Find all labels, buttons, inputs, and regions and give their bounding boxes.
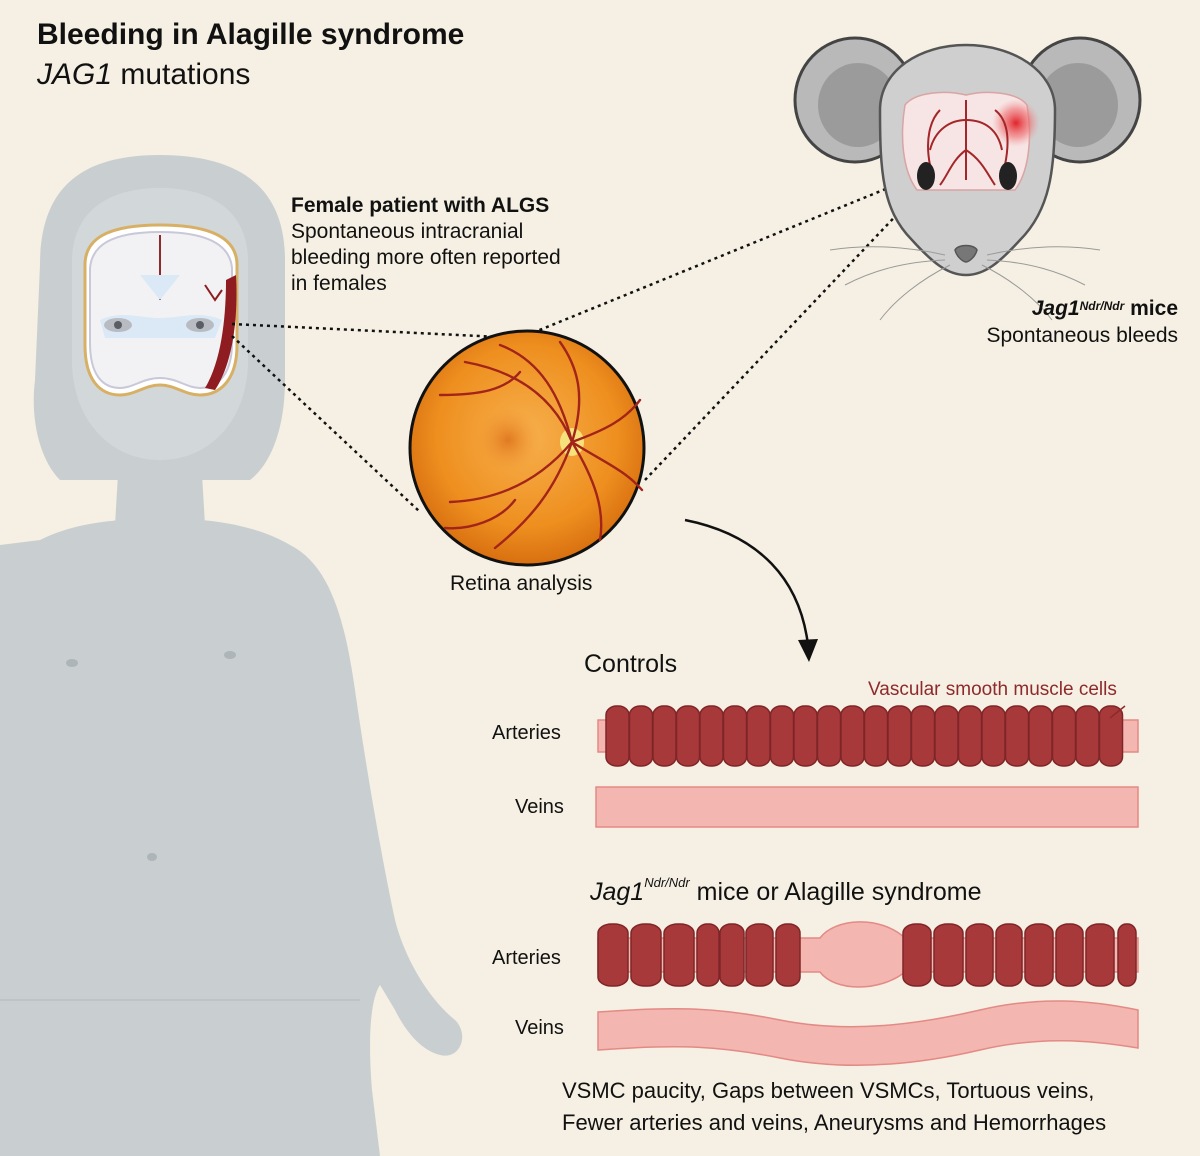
vsmc-cell <box>769 705 795 767</box>
vsmc-cell <box>934 705 959 767</box>
vsmc-cell <box>745 923 774 987</box>
patient-line: Spontaneous intracranial <box>291 220 524 243</box>
vsmc-cell <box>887 705 912 767</box>
page-subtitle: JAG1 mutations <box>37 58 250 92</box>
vsmc-cell <box>793 705 818 767</box>
vsmc-cell <box>957 705 983 767</box>
patient-description: Female patient with ALGS Spontaneous int… <box>291 193 561 297</box>
controls-heading: Controls <box>584 650 678 678</box>
vsmc-cell <box>696 923 720 987</box>
mouse-suffix: mice <box>1124 297 1178 320</box>
vsmc-cell <box>981 705 1006 767</box>
vsmc-cell <box>816 705 842 767</box>
control-vsmc-cells <box>605 705 1124 767</box>
vsmc-cell <box>597 923 629 987</box>
vsmc-cell <box>719 923 745 987</box>
subtitle-gene: JAG1 <box>37 58 113 91</box>
vsmc-label: Vascular smooth muscle cells <box>868 679 1117 700</box>
vsmc-pointer <box>1109 705 1126 719</box>
patient-line: bleeding more often reported <box>291 246 561 269</box>
vsmc-cell <box>1028 705 1053 767</box>
patient-heading: Female patient with ALGS <box>291 194 550 217</box>
vsmc-cell <box>699 705 724 767</box>
patient-line: in females <box>291 272 387 295</box>
subtitle-rest: mutations <box>112 58 251 91</box>
mouse-genotype: Ndr/Ndr <box>1079 299 1125 313</box>
vsmc-cell <box>628 705 654 767</box>
vsmc-cell <box>965 923 994 987</box>
vsmc-cell <box>663 923 695 987</box>
vsmc-cell <box>1055 923 1084 987</box>
algs-heading: Jag1Ndr/Ndr mice or Alagille syndrome <box>590 875 982 907</box>
summary-line: VSMC paucity, Gaps between VSMCs, Tortuo… <box>562 1078 1095 1103</box>
algs-genotype: Ndr/Ndr <box>644 875 690 890</box>
vsmc-cell <box>863 705 889 767</box>
connector-lines <box>231 173 926 513</box>
vsmc-cell <box>630 923 662 987</box>
summary-findings: VSMC paucity, Gaps between VSMCs, Tortuo… <box>562 1075 1106 1139</box>
vsmc-cell <box>902 923 932 987</box>
algs-vsmc-cells <box>597 923 1137 987</box>
retina-fundus <box>408 329 646 567</box>
mouse-gene: Jag1 <box>1031 297 1080 320</box>
vsmc-cell <box>1098 705 1124 767</box>
mouse-head <box>793 36 1142 321</box>
algs-heading-rest: mice or Alagille syndrome <box>689 878 982 906</box>
controls-veins-label: Veins <box>515 796 564 818</box>
vsmc-cell <box>1085 923 1115 987</box>
retina-label: Retina analysis <box>450 572 593 595</box>
curved-arrow <box>684 518 818 662</box>
vsmc-cell <box>605 705 630 767</box>
child-features <box>0 651 360 1001</box>
vsmc-cell <box>840 705 865 767</box>
vsmc-cell <box>1051 705 1077 767</box>
brain-section <box>83 223 239 397</box>
vsmc-cell <box>995 923 1023 987</box>
vsmc-cell <box>910 705 936 767</box>
vsmc-cell <box>746 705 771 767</box>
control-vein <box>595 786 1139 828</box>
mouse-description: Jag1Ndr/Ndr mice Spontaneous bleeds <box>987 295 1179 349</box>
vsmc-cell <box>1024 923 1054 987</box>
vsmc-cell <box>1004 705 1030 767</box>
algs-veins-label: Veins <box>515 1017 564 1039</box>
algs-tortuous-vein <box>597 1000 1139 1067</box>
summary-line: Fewer arteries and veins, Aneurysms and … <box>562 1110 1107 1135</box>
vsmc-cell <box>722 705 748 767</box>
vsmc-cell <box>933 923 964 987</box>
algs-arteries-label: Arteries <box>492 947 561 969</box>
vsmc-cell <box>675 705 701 767</box>
algs-gene: Jag1 <box>590 878 645 906</box>
mouse-phenotype: Spontaneous bleeds <box>986 324 1179 347</box>
vsmc-cell <box>1117 923 1137 987</box>
vsmc-cell <box>1075 705 1100 767</box>
controls-arteries-label: Arteries <box>492 722 561 744</box>
algs-artery <box>597 921 1139 988</box>
page-title: Bleeding in Alagille syndrome <box>37 18 465 51</box>
vsmc-cell <box>652 705 677 767</box>
vsmc-cell <box>775 923 801 987</box>
control-artery <box>597 705 1139 767</box>
